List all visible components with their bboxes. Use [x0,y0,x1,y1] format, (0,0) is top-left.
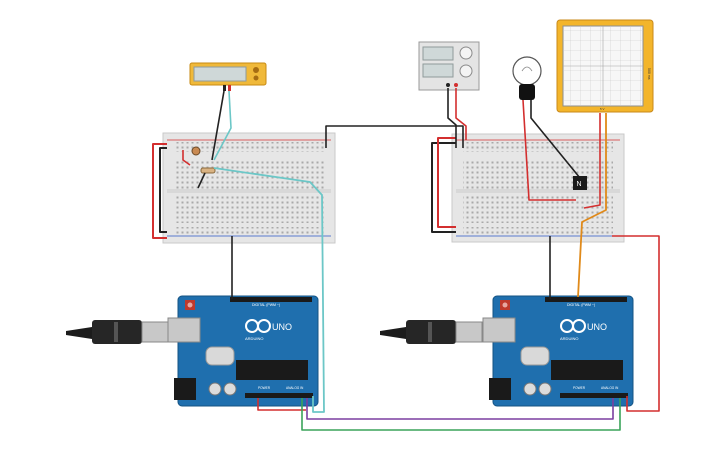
wire-black-bulb [530,100,581,179]
wire-teal-multimeter [213,90,232,161]
arduino-right-brand: ARDUINO [560,336,578,341]
breadboard-left[interactable] [162,132,336,244]
wire-green-bottom [301,398,621,431]
wire-red-bulb [522,99,576,201]
wire-red-bottom [257,398,306,411]
usb-cable-left [66,320,169,344]
arduino-right[interactable]: DIGITAL (PWM ~) UNO ARDUINO POWER ANALOG… [380,295,634,407]
arduino-logo-icon [560,319,586,333]
scope-time-label: 500 ms [647,68,651,80]
wire-purple-bottom [306,398,614,420]
wire-black-resistor [197,172,206,189]
arduino-left-analog-label: ANALOG IN [286,386,304,390]
arduino-left-model: UNO [272,322,292,332]
wire-black-psu [447,88,457,148]
resistor [200,167,216,174]
arduino-logo-icon [245,319,271,333]
scope-volt-label: 5 V [600,107,605,111]
transistor[interactable]: N [573,176,587,190]
wire-red-right-rail [437,137,456,228]
arduino-left-power-label: POWER [258,386,271,390]
wire-black-right-rail [431,142,456,233]
arduino-left[interactable]: DIGITAL (PWM ~) UNO ARDUINO POWER ANALOG… [66,295,319,407]
breadboard-right[interactable] [451,133,625,243]
wire-red-left-rail [152,143,167,239]
arduino-right-digital-label: DIGITAL (PWM ~) [567,303,595,307]
wire-black-multimeter [211,90,225,161]
wires[interactable] [152,88,660,431]
wire-red-scope [583,113,601,209]
oscilloscope[interactable]: 500 ms 5 V [556,19,654,113]
ldr-sensor [191,146,201,156]
arduino-right-model: UNO [587,322,607,332]
arduino-left-digital-label: DIGITAL (PWM ~) [252,303,280,307]
wire-teal-analog [213,167,325,413]
wire-red-psu [455,88,467,140]
transistor-label: N [577,181,582,188]
usb-cable-right [380,320,483,344]
multimeter[interactable] [189,62,267,91]
arduino-left-brand: ARDUINO [245,336,263,341]
wire-black-left-rail [159,147,167,233]
power-supply[interactable] [418,41,480,91]
light-bulb[interactable] [512,56,542,100]
wire-orange-scope [577,113,607,298]
wire-red-ldr [182,150,191,166]
arduino-right-power-label: POWER [573,386,586,390]
arduino-right-analog-label: ANALOG IN [601,386,619,390]
wire-black-top-link [325,125,464,148]
wire-red-right-long [612,235,660,412]
